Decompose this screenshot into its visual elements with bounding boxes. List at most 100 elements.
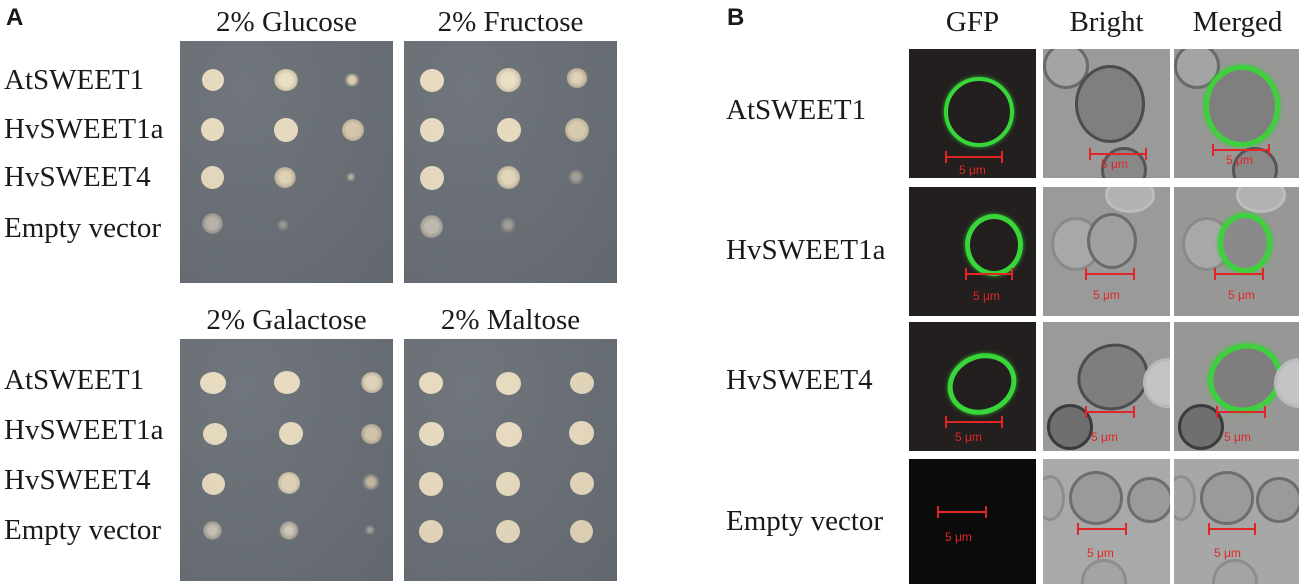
colony-spot xyxy=(496,372,521,395)
colony-spot xyxy=(570,472,594,495)
scale-label: 5 μm xyxy=(1226,153,1253,167)
colony-spot xyxy=(201,166,224,189)
plate-title-glucose: 2% Glucose xyxy=(216,6,357,38)
plate-galactose xyxy=(180,339,393,581)
scale-label: 5 μm xyxy=(973,289,1000,303)
row-label-empty-vector-b: Empty vector xyxy=(726,505,884,537)
colony-spot xyxy=(361,372,383,393)
colony-spot xyxy=(342,119,364,141)
plate-title-galactose: 2% Galactose xyxy=(206,304,367,336)
colony-spot xyxy=(346,172,356,182)
micrograph-bright-hvsweet4: 5 μm xyxy=(1043,322,1170,451)
cell-membrane xyxy=(1218,213,1272,273)
colony-spot xyxy=(364,525,376,535)
cell-membrane xyxy=(944,77,1014,147)
plate-title-fructose: 2% Fructose xyxy=(437,6,584,38)
colony-spot xyxy=(567,169,585,185)
cell xyxy=(1236,187,1286,213)
row-label-atsweet1-bottom: AtSWEET1 xyxy=(4,364,145,396)
cell-membrane xyxy=(1204,65,1280,147)
colony-spot xyxy=(203,521,222,540)
cell xyxy=(1174,475,1196,521)
scale-bar xyxy=(965,268,1013,280)
scale-label: 5 μm xyxy=(1228,288,1255,302)
row-label-hvsweet1a-bottom: HvSWEET1a xyxy=(4,414,164,446)
scale-bar xyxy=(945,151,1003,163)
colony-spot xyxy=(344,73,360,87)
cell xyxy=(1043,49,1089,89)
colony-spot xyxy=(496,422,522,447)
micrograph-bright-hvsweet1a: 5 μm xyxy=(1043,187,1170,316)
colony-spot xyxy=(362,473,380,491)
scale-label: 5 μm xyxy=(1091,430,1118,444)
micrograph-merged-hvsweet4: 5 μm xyxy=(1174,322,1299,451)
colony-spot xyxy=(565,118,589,142)
row-label-empty-vector-top: Empty vector xyxy=(4,212,162,244)
scale-bar xyxy=(1085,406,1135,418)
colony-spot xyxy=(419,372,443,394)
plate-glucose xyxy=(180,41,393,283)
row-label-hvsweet4-b: HvSWEET4 xyxy=(726,364,873,396)
cell xyxy=(1043,475,1065,521)
colony-spot xyxy=(569,421,594,445)
cell xyxy=(1178,404,1224,450)
scale-label: 5 μm xyxy=(1224,430,1251,444)
micrograph-bright-empty-vector: 5 μm xyxy=(1043,459,1170,584)
colony-spot xyxy=(200,372,226,394)
scale-bar xyxy=(1077,523,1127,535)
scale-label: 5 μm xyxy=(959,163,986,177)
plate-maltose xyxy=(404,339,617,581)
scale-bar xyxy=(1216,406,1266,418)
cell xyxy=(1069,471,1123,525)
row-label-hvsweet1a-top: HvSWEET1a xyxy=(4,113,164,145)
column-title-gfp: GFP xyxy=(945,6,1000,38)
row-label-hvsweet1a-b: HvSWEET1a xyxy=(726,234,886,266)
micrograph-gfp-hvsweet1a: 5 μm xyxy=(909,187,1036,316)
colony-spot xyxy=(274,371,300,394)
row-label-hvsweet4-top: HvSWEET4 xyxy=(4,161,151,193)
plate-fructose xyxy=(404,41,617,283)
colony-spot xyxy=(276,219,290,231)
micrograph-gfp-hvsweet4: 5 μm xyxy=(909,322,1036,451)
scale-bar xyxy=(945,416,1003,428)
cell xyxy=(1087,213,1137,269)
cell xyxy=(1101,147,1147,178)
scale-label: 5 μm xyxy=(1214,546,1241,560)
scale-label: 5 μm xyxy=(1087,546,1114,560)
cell xyxy=(1081,559,1127,584)
row-label-empty-vector-bottom: Empty vector xyxy=(4,514,162,546)
colony-spot xyxy=(496,68,521,92)
scale-label: 5 μm xyxy=(1093,288,1120,302)
colony-spot xyxy=(570,520,593,543)
colony-spot xyxy=(570,372,594,394)
colony-spot xyxy=(202,213,223,234)
colony-spot xyxy=(419,422,444,446)
colony-spot xyxy=(202,69,224,91)
micrograph-gfp-atsweet1: 5 μm xyxy=(909,49,1036,178)
cell xyxy=(1256,477,1299,523)
cell-membrane xyxy=(938,343,1026,425)
cell xyxy=(1127,477,1170,523)
colony-spot xyxy=(203,423,227,445)
scale-label: 5 μm xyxy=(1101,157,1128,171)
colony-spot xyxy=(420,118,444,142)
panel-b-label: B xyxy=(727,4,745,31)
micrograph-merged-hvsweet1a: 5 μm xyxy=(1174,187,1299,316)
colony-spot xyxy=(279,521,299,540)
row-label-atsweet1-top: AtSWEET1 xyxy=(4,64,145,96)
scale-bar xyxy=(1214,268,1264,280)
micrograph-merged-empty-vector: 5 μm xyxy=(1174,459,1299,584)
cell xyxy=(1212,559,1258,584)
cell-membrane xyxy=(965,214,1023,276)
colony-spot xyxy=(420,215,443,238)
colony-spot xyxy=(420,166,444,190)
micrograph-bright-atsweet1: 5 μm xyxy=(1043,49,1170,178)
colony-spot xyxy=(419,472,443,496)
row-label-atsweet1-b: AtSWEET1 xyxy=(726,94,867,126)
colony-spot xyxy=(274,118,298,142)
micrograph-merged-atsweet1: 5 μm xyxy=(1174,49,1299,178)
colony-spot xyxy=(274,69,298,91)
scale-bar xyxy=(1208,523,1256,535)
colony-spot xyxy=(499,217,517,233)
colony-spot xyxy=(201,118,224,141)
